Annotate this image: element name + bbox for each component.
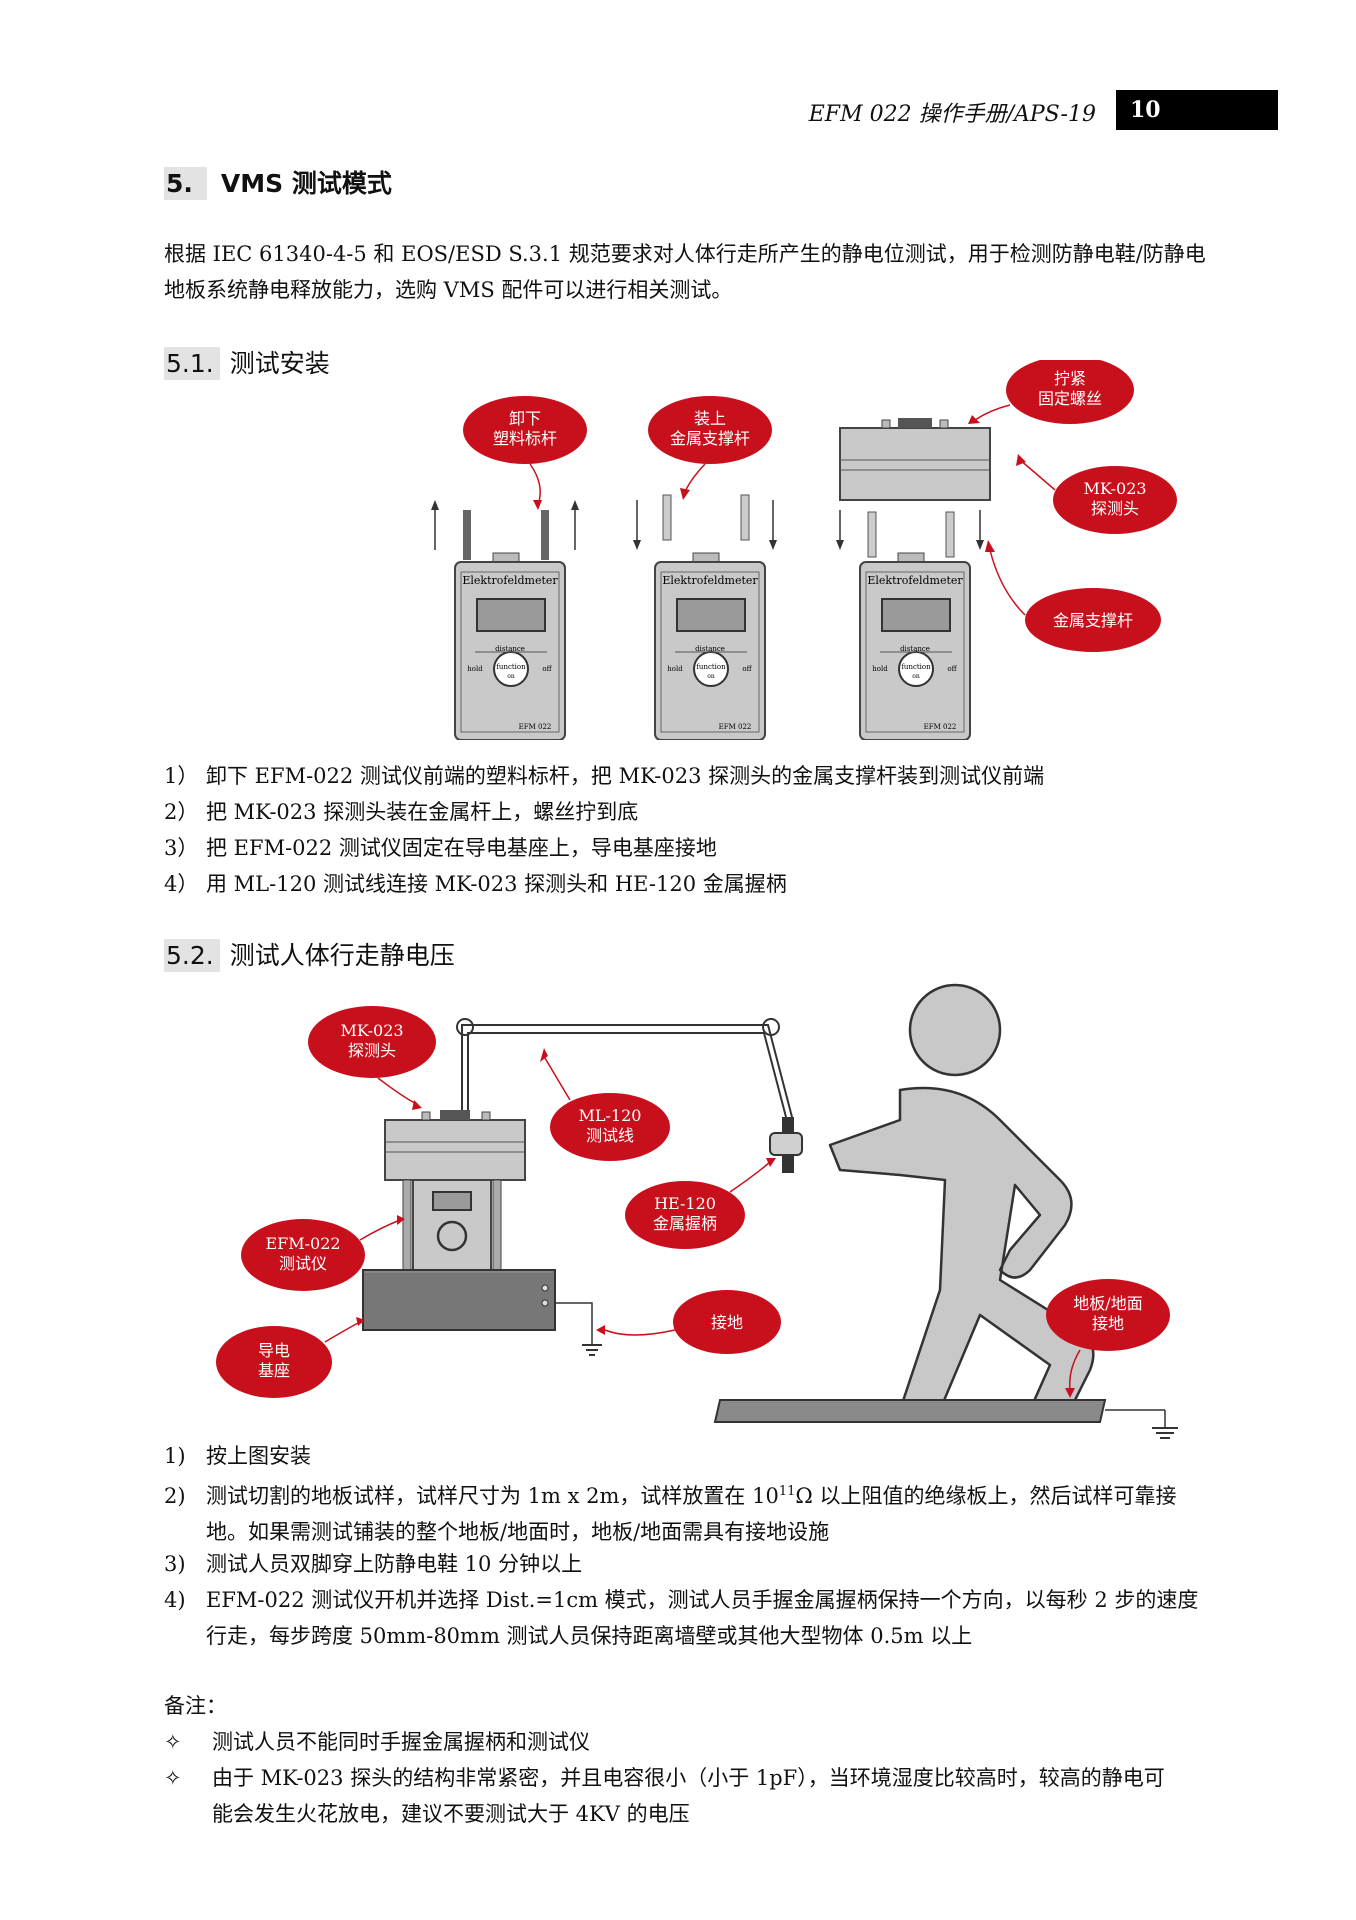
callout-text: MK-023	[340, 1021, 403, 1040]
callout-efm022: EFM-022 测试仪	[241, 1215, 405, 1291]
subsection-number: 5.2.	[164, 939, 220, 972]
callout-text: 探测头	[348, 1041, 396, 1060]
device-hold-label: hold	[667, 665, 683, 673]
setup-step: 4）用 ML-120 测试线连接 MK-023 探测头和 HE-120 金属握柄	[164, 872, 787, 896]
notes-title: 备注：	[164, 1694, 227, 1718]
subsection-title-text: 测试人体行走静电压	[229, 941, 455, 970]
subsection-title-5-1: 5.1. 测试安装	[164, 344, 330, 380]
callout-text: 探测头	[1091, 499, 1139, 518]
callout-text: HE-120	[654, 1194, 716, 1213]
device-distance-label: distance	[695, 645, 725, 653]
callout-install-rod: 装上 金属支撑杆	[648, 396, 772, 500]
device-distance-label: distance	[900, 645, 930, 653]
device-function-label: function	[901, 663, 931, 671]
callout-text: MK-023	[1083, 479, 1146, 498]
callout-floor-ground: 地板/地面 接地	[1046, 1279, 1170, 1398]
callout-text: 卸下	[509, 409, 541, 428]
walk-step: 3)测试人员双脚穿上防静电鞋 10 分钟以上	[164, 1552, 583, 1576]
callout-text: ML-120	[579, 1106, 642, 1125]
callout-text: 测试仪	[279, 1254, 327, 1273]
callout-text: 固定螺丝	[1038, 389, 1102, 408]
callout-tighten-screw: 拧紧 固定螺丝	[968, 360, 1134, 424]
device-function-label: function	[496, 663, 526, 671]
floor-plate	[713, 1399, 1107, 1423]
subsection-number: 5.1.	[164, 347, 220, 380]
device-step-2: Elektrofeldmeter distance hold function …	[633, 494, 777, 740]
callout-metal-rod: 金属支撑杆	[985, 540, 1161, 652]
header-title: EFM 022 操作手册/APS-19	[808, 102, 1096, 127]
callout-text: 地板/地面	[1073, 1294, 1142, 1313]
setup-step: 3）把 EFM-022 测试仪固定在导电基座上，导电基座接地	[164, 836, 717, 860]
section-title-text: VMS 测试模式	[220, 169, 392, 198]
callout-text: 测试线	[586, 1126, 634, 1145]
callout-text: 装上	[694, 409, 726, 428]
efm022-stack	[362, 1110, 556, 1331]
walking-test-diagram: MK-023 探测头 ML-120 测试线 HE-120 金属握柄 EFM-02…	[216, 983, 1178, 1439]
walk-step: 4)EFM-022 测试仪开机并选择 Dist.=1cm 模式，测试人员手握金属…	[164, 1588, 1199, 1648]
note-item: ✧测试人员不能同时手握金属握柄和测试仪	[164, 1730, 590, 1754]
walk-step: 2)测试切割的地板试样，试样尺寸为 1m x 2m，试样放置在 1011Ω 以上…	[164, 1484, 1177, 1544]
device-model-label: EFM 022	[719, 723, 752, 731]
callout-text: 金属支撑杆	[670, 429, 750, 448]
callout-remove-rod: 卸下 塑料标杆	[463, 396, 587, 510]
callout-text: 拧紧	[1054, 369, 1086, 388]
callout-text: 接地	[711, 1313, 743, 1332]
subsection-title-5-2: 5.2. 测试人体行走静电压	[164, 936, 455, 972]
subsection-title-text: 测试安装	[229, 349, 330, 378]
device-hold-label: hold	[872, 665, 888, 673]
device-on-label: on	[507, 673, 515, 680]
walk-step: 1)按上图安装	[164, 1444, 311, 1468]
device-hold-label: hold	[467, 665, 483, 673]
device-off-label: off	[742, 665, 752, 673]
callout-he120: HE-120 金属握柄	[625, 1158, 776, 1249]
device-function-label: function	[696, 663, 726, 671]
device-on-label: on	[912, 673, 920, 680]
callout-text: 接地	[1092, 1314, 1124, 1333]
callout-text: 导电	[258, 1341, 290, 1360]
intro-line: 根据 IEC 61340-4-5 和 EOS/ESD S.3.1 规范要求对人体…	[164, 242, 1206, 266]
device-distance-label: distance	[495, 645, 525, 653]
base-ground	[555, 1302, 602, 1356]
callout-ml120: ML-120 测试线	[540, 1048, 670, 1161]
device-brand-label: Elektrofeldmeter	[662, 574, 758, 587]
device-on-label: on	[707, 673, 715, 680]
section-title: 5. VMS 测试模式	[164, 164, 392, 200]
callout-mk023: MK-023 探测头	[308, 1006, 436, 1110]
setup-diagram: 卸下 塑料标杆 装上 金属支撑杆 拧紧 固定螺丝 MK-023 探测头 金属支撑…	[431, 360, 1177, 740]
device-off-label: off	[947, 665, 957, 673]
ml120-cable	[456, 1018, 793, 1118]
device-off-label: off	[542, 665, 552, 673]
callout-text: 金属支撑杆	[1053, 611, 1133, 630]
page-number: 10	[1116, 90, 1278, 130]
setup-step: 2）把 MK-023 探测头装在金属杆上，螺丝拧到底	[164, 800, 639, 824]
callout-text: 金属握柄	[653, 1214, 717, 1233]
device-brand-label: Elektrofeldmeter	[462, 574, 558, 587]
section-number: 5.	[164, 167, 207, 200]
intro-line: 地板系统静电释放能力，选购 VMS 配件可以进行相关测试。	[164, 278, 733, 302]
callout-mk023-probe: MK-023 探测头	[1016, 454, 1177, 534]
device-model-label: EFM 022	[924, 723, 957, 731]
device-step-1: Elektrofeldmeter distance hold function …	[431, 500, 579, 740]
callout-conductive-base: 导电 基座	[216, 1317, 365, 1398]
note-item: ✧由于 MK-023 探头的结构非常紧密，并且电容很小（小于 1pF），当环境湿…	[164, 1766, 1165, 1826]
device-model-label: EFM 022	[519, 723, 552, 731]
device-brand-label: Elektrofeldmeter	[867, 574, 963, 587]
intro-paragraph: 根据 IEC 61340-4-5 和 EOS/ESD S.3.1 规范要求对人体…	[164, 236, 1284, 308]
callout-ground: 接地	[596, 1290, 781, 1354]
person-figure	[828, 983, 1095, 1412]
callout-text: EFM-022	[265, 1234, 340, 1253]
callout-text: 基座	[258, 1361, 290, 1380]
setup-step: 1）卸下 EFM-022 测试仪前端的塑料标杆，把 MK-023 探测头的金属支…	[164, 764, 1045, 788]
device-step-3: Elektrofeldmeter distance hold function …	[836, 418, 991, 740]
callout-text: 塑料标杆	[493, 429, 557, 448]
